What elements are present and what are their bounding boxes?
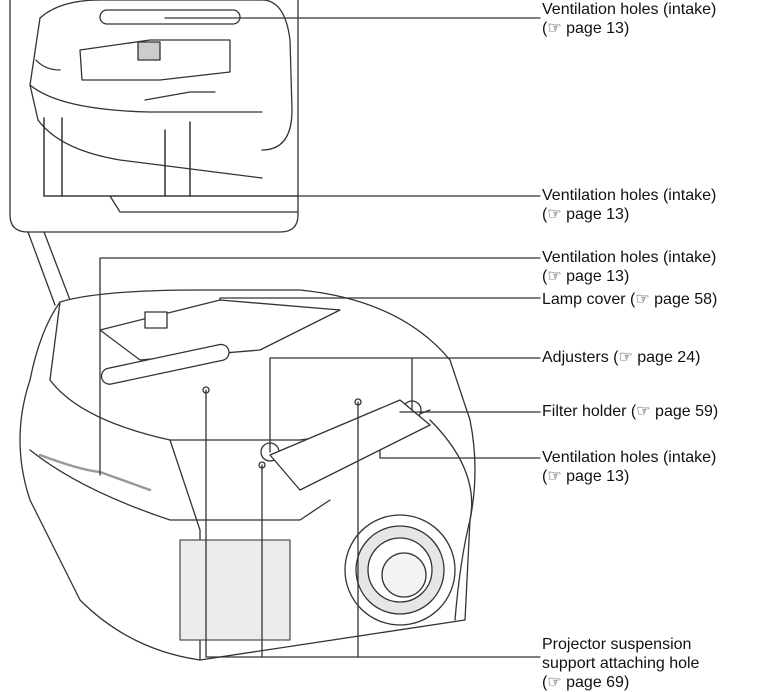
- callout-label: Projector suspension support attaching ho…: [542, 635, 699, 692]
- callout-line: (☞ page 13): [542, 268, 630, 285]
- callout-line: Ventilation holes (intake): [542, 187, 717, 204]
- callout-line: Projector suspension: [542, 636, 692, 653]
- callout-line: (☞ page 13): [542, 468, 630, 485]
- callout-label: Ventilation holes (intake) (☞ page 13): [542, 248, 716, 286]
- callout-label: Ventilation holes (intake) (☞ page 13): [542, 448, 716, 486]
- callout-line: Ventilation holes (intake): [542, 449, 717, 466]
- callout-line: Adjusters (☞ page 24): [542, 349, 701, 366]
- inset-detail-view: [9, 0, 299, 233]
- callout-line: Filter holder (☞ page 59): [542, 403, 719, 420]
- callout-label: Filter holder (☞ page 59): [542, 402, 718, 421]
- inset-pointer-lines: [27, 231, 71, 306]
- callout-line: Ventilation holes (intake): [542, 249, 717, 266]
- callout-label: Ventilation holes (intake) (☞ page 13): [542, 0, 716, 38]
- callout-line: support attaching hole: [542, 655, 700, 672]
- callout-line: (☞ page 13): [542, 206, 630, 223]
- callout-line: Ventilation holes (intake): [542, 1, 717, 18]
- callout-label: Ventilation holes (intake) (☞ page 13): [542, 186, 716, 224]
- callout-label: Lamp cover (☞ page 58): [542, 290, 717, 309]
- callout-line: (☞ page 13): [542, 20, 630, 37]
- callout-label: Adjusters (☞ page 24): [542, 348, 700, 367]
- callout-line: (☞ page 69): [542, 674, 630, 691]
- leader-lines: [43, 17, 541, 658]
- callout-line: Lamp cover (☞ page 58): [542, 291, 718, 308]
- projector-body: [19, 289, 476, 661]
